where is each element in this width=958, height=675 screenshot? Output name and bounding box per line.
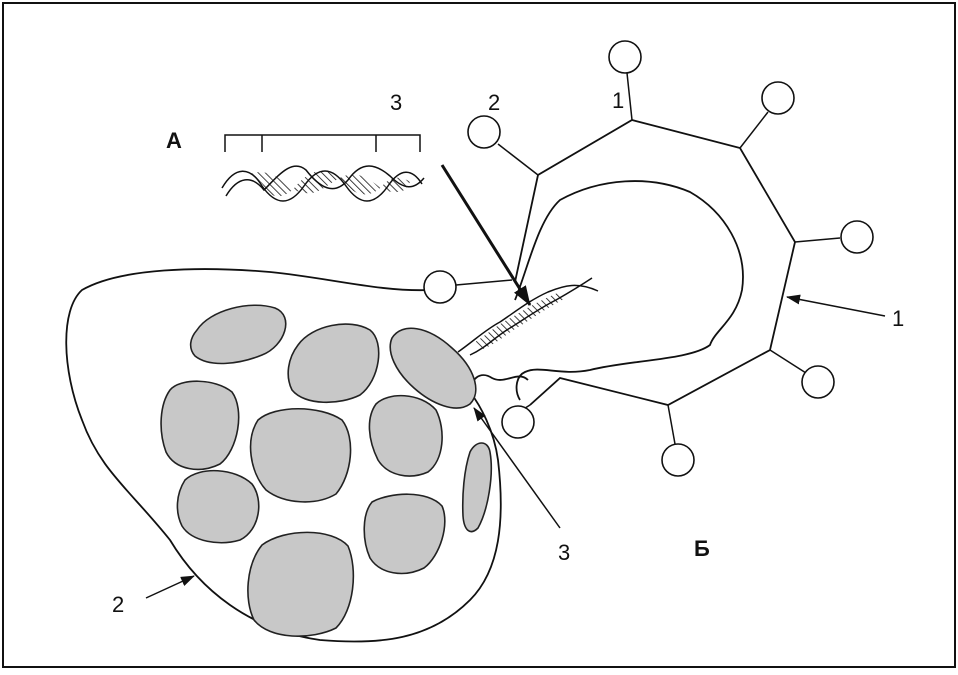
panel-a-dna-fragment: А 3 xyxy=(166,90,425,202)
injected-dna xyxy=(457,277,599,356)
capsid-pointer-arrow xyxy=(786,294,886,317)
spike-stem-2 xyxy=(739,111,769,149)
granule-6 xyxy=(368,394,443,477)
granule-4 xyxy=(160,380,240,471)
capsid-label-1: 1 xyxy=(892,306,904,331)
spike-knob-3 xyxy=(840,220,874,254)
dna-bracket xyxy=(224,134,421,152)
cell-wall-label-2: 2 xyxy=(112,592,124,617)
phage-label-2: 2 xyxy=(488,90,500,115)
spike-stem-5 xyxy=(667,404,676,445)
granule-1 xyxy=(189,304,287,365)
phage-label-1: 1 xyxy=(612,88,624,113)
nucleoid-pointer-arrow xyxy=(473,407,561,529)
cell-wall xyxy=(65,268,529,643)
granule-8 xyxy=(176,469,260,544)
spike-stem-6 xyxy=(497,143,539,176)
granule-5 xyxy=(249,407,352,503)
spike-stem-4 xyxy=(769,349,807,374)
phage-capsid-outer xyxy=(514,119,796,406)
panel-b-label: Б xyxy=(694,536,710,561)
cell-wall-pointer-arrow xyxy=(145,575,195,599)
dna-region-label-3: 3 xyxy=(390,90,402,115)
injected-dna-strand-a xyxy=(457,284,599,353)
dna-helix-hatching xyxy=(250,170,410,197)
phage-capsid-inner xyxy=(514,180,744,401)
spike-knob-7 xyxy=(423,270,457,304)
spike-knob-8 xyxy=(501,405,535,439)
bacterial-cell xyxy=(65,268,529,643)
spike-knob-4 xyxy=(801,365,835,399)
injected-dna-hatching xyxy=(475,292,566,350)
granule-7 xyxy=(461,442,493,533)
bacteriophage xyxy=(423,40,874,477)
spike-stem-3 xyxy=(794,237,841,243)
granule-10 xyxy=(247,531,355,637)
spike-knob-6 xyxy=(467,115,501,149)
spike-knob-1 xyxy=(608,40,642,74)
spike-stem-1 xyxy=(626,72,633,121)
granule-3 xyxy=(389,327,477,409)
nucleoid-label-3: 3 xyxy=(558,540,570,565)
spike-knob-2 xyxy=(761,81,795,115)
granule-9 xyxy=(363,493,446,575)
granule-2 xyxy=(287,323,380,404)
spike-stem-7 xyxy=(455,279,513,286)
spike-knob-5 xyxy=(661,443,695,477)
panel-a-label: А xyxy=(166,128,182,153)
